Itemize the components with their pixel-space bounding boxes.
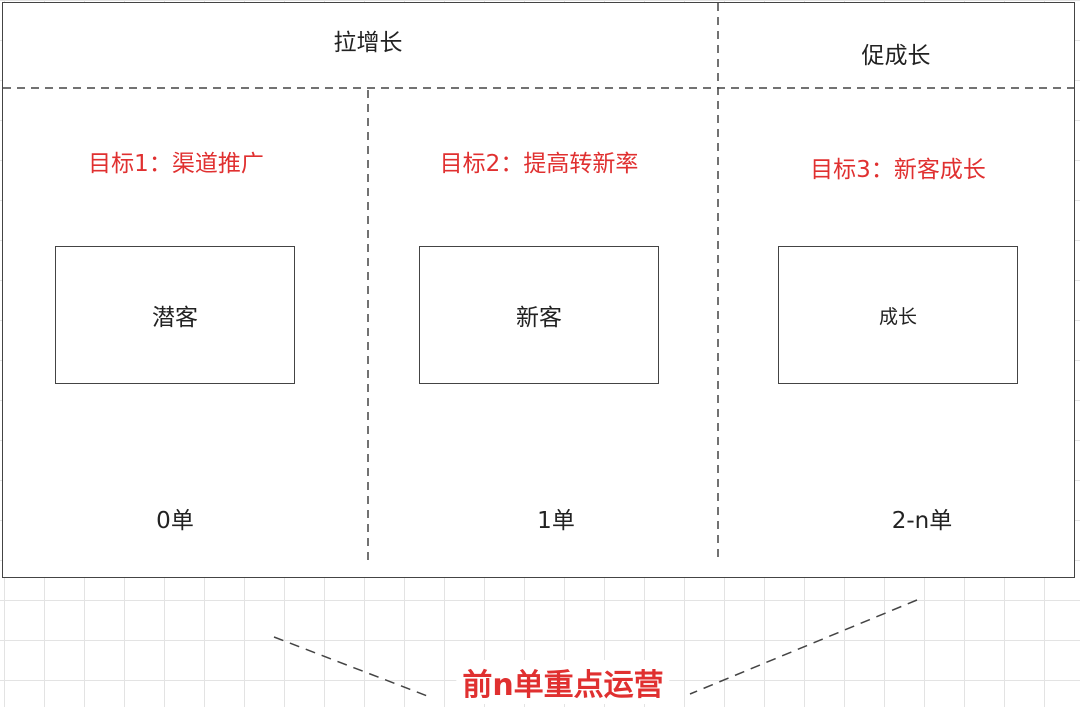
orders-label-2: 1单 — [537, 508, 575, 534]
header-label-grow: 拉增长 — [333, 30, 403, 56]
stage-label-new-customer: 新客 — [516, 305, 562, 331]
stage-box-new-customer: 新客 — [419, 246, 659, 384]
stage-box-prospect: 潜客 — [55, 246, 295, 384]
orders-label-3: 2-n单 — [891, 508, 953, 534]
funnel-line-left — [273, 636, 431, 698]
footer-label: 前n单重点运营 — [456, 660, 670, 704]
goal-label-3: 目标3：新客成长 — [810, 157, 986, 183]
stage-box-growth: 成长 — [778, 246, 1018, 384]
orders-label-1: 0单 — [156, 508, 194, 534]
funnel-line-right — [689, 599, 918, 695]
goal-label-2: 目标2：提高转新率 — [439, 151, 639, 177]
stage-label-growth: 成长 — [878, 305, 917, 328]
header-label-growth: 促成长 — [861, 43, 931, 69]
stage-label-prospect: 潜客 — [152, 305, 198, 331]
goal-label-1: 目标1：渠道推广 — [88, 151, 264, 177]
